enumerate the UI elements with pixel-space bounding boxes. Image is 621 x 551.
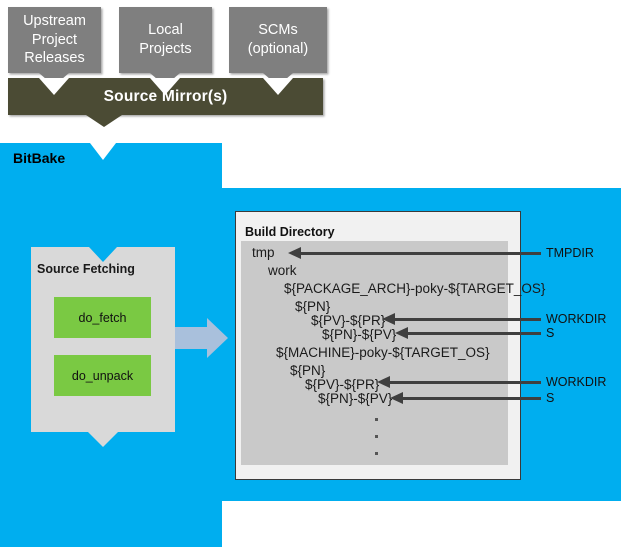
source-fetching-outlet-arrow [88,432,118,447]
tree-item-pv-pr-1[interactable]: ${PV}-${PR} [311,313,386,328]
mirror-inlet-notch-3 [263,78,293,95]
source-fetching-group [31,247,175,432]
flow-arrow-head [207,318,228,358]
source-box-line: Local [148,22,183,39]
callout-shaft-tmpdir [301,252,541,255]
source-fetching-title: Source Fetching [37,262,135,276]
tree-item-machine[interactable]: ${MACHINE}-poky-${TARGET_OS} [276,345,490,360]
mirror-outlet-arrow [86,115,122,127]
source-box-line: Projects [139,41,192,57]
tree-item-pv-pr-2[interactable]: ${PV}-${PR} [305,377,380,392]
source-box-line: Upstream [23,13,86,30]
callout-shaft-workdir-2 [390,381,541,384]
source-box-scms-optional[interactable]: SCMs (optional) [229,7,327,73]
mirror-inlet-notch-2 [150,78,180,95]
tree-item-work[interactable]: work [268,263,297,278]
tree-item-pn-1[interactable]: ${PN} [295,299,331,314]
tree-item-tmp[interactable]: tmp [252,245,275,260]
tree-item-pn-2[interactable]: ${PN} [290,363,326,378]
callout-shaft-s-2 [403,397,541,400]
callout-label-workdir-2: WORKDIR [546,375,607,389]
flow-arrow-shaft [175,327,207,349]
callout-head-s-2 [390,392,403,404]
callout-label-tmpdir: TMPDIR [546,246,594,260]
build-directory-tree-area [241,241,508,465]
source-box-local-projects[interactable]: Local Projects [119,7,212,73]
tree-item-pn-pv-2[interactable]: ${PN}-${PV} [318,391,393,406]
callout-head-tmpdir [288,247,301,259]
task-label: do_fetch [78,310,127,325]
callout-head-s-1 [395,327,408,339]
source-mirror-label: Source Mirror(s) [103,87,228,105]
task-label: do_unpack [71,368,134,383]
callout-shaft-s-1 [408,332,541,335]
task-do-unpack[interactable]: do_unpack [54,355,151,396]
mirror-inlet-notch-1 [39,78,69,95]
tree-ellipsis-dot [375,452,378,455]
tree-ellipsis-dot [375,418,378,421]
callout-head-workdir-2 [377,376,390,388]
callout-shaft-workdir-1 [395,318,541,321]
source-fetching-inlet-notch [89,247,117,262]
callout-label-s-2: S [546,391,555,405]
source-box-line: Project [31,31,78,48]
bitbake-label: BitBake [13,150,66,166]
source-box-line: SCMs [258,22,298,39]
tree-item-pn-pv-1[interactable]: ${PN}-${PV} [322,327,397,342]
callout-head-workdir-1 [382,313,395,325]
source-box-line: Releases [24,50,85,67]
build-directory-title: Build Directory [245,225,335,239]
bitbake-inlet-notch [90,143,116,160]
source-box-upstream-project-releases[interactable]: Upstream Project Releases [8,7,101,73]
task-do-fetch[interactable]: do_fetch [54,297,151,338]
tree-ellipsis-dot [375,435,378,438]
source-box-line: (optional) [247,41,309,57]
tree-item-package-arch[interactable]: ${PACKAGE_ARCH}-poky-${TARGET_OS} [284,281,546,296]
callout-label-s-1: S [546,326,555,340]
callout-label-workdir-1: WORKDIR [546,312,607,326]
